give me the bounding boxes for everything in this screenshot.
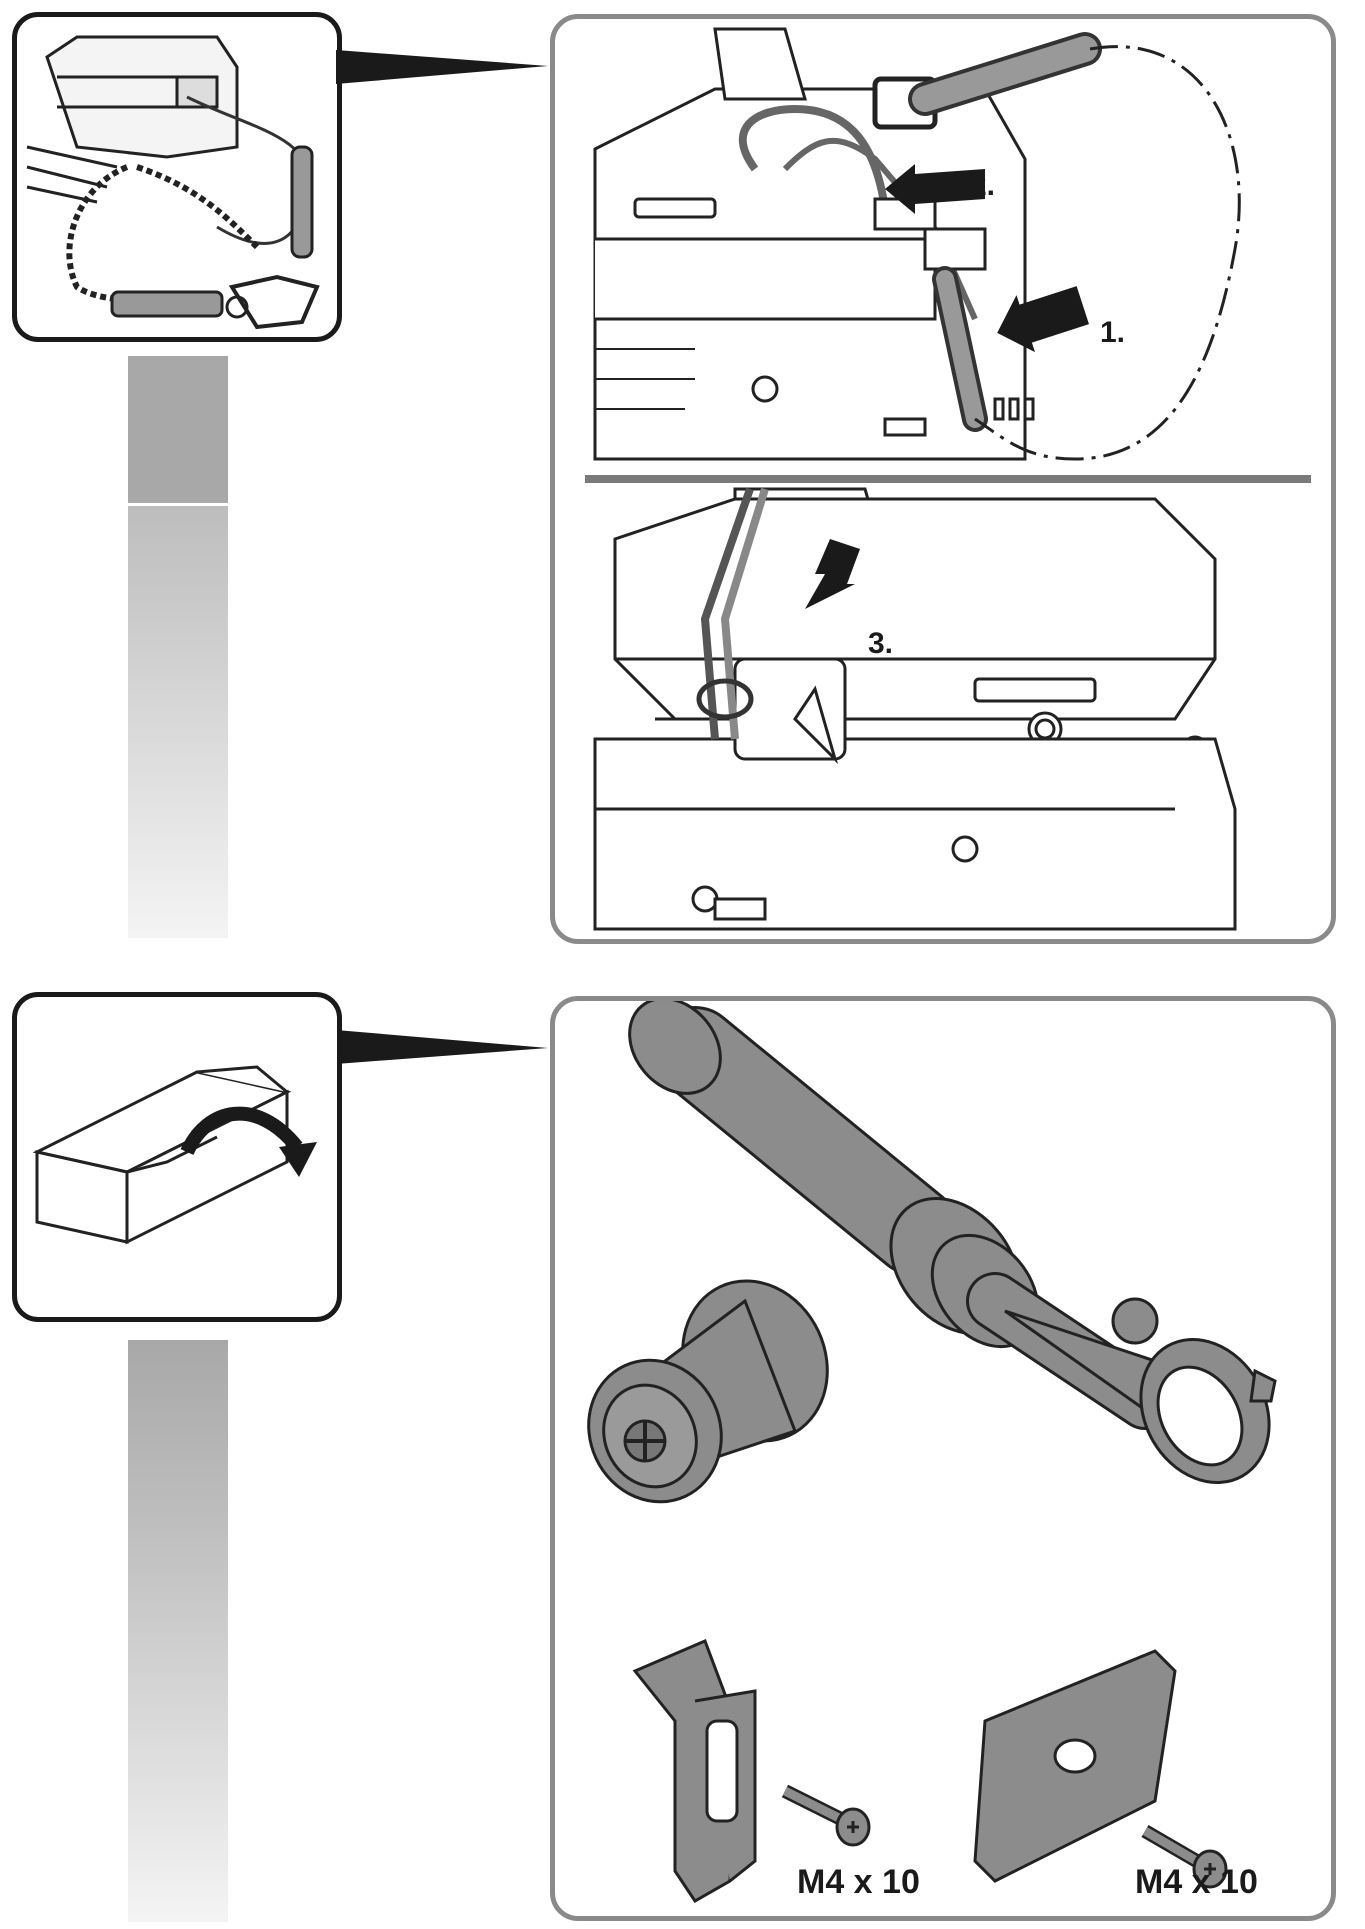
- lanyard-thumbnail: [12, 12, 342, 342]
- step-2-label: 2.: [970, 169, 996, 202]
- arrow-3-icon: [805, 539, 860, 609]
- open-box-icon: [32, 1065, 317, 1245]
- bar-divider-top: [128, 503, 228, 506]
- arrow-1-icon: [997, 286, 1089, 353]
- gradient-bar-top: [128, 356, 228, 938]
- arrow-2-icon: [885, 164, 985, 214]
- screw-size-label-right: M4 x 10: [1135, 1863, 1258, 1901]
- screw-icon: [1141, 1824, 1228, 1889]
- step-1-label: 1.: [1100, 316, 1126, 349]
- panel-divider: [585, 475, 1311, 483]
- gradient-bar-bottom: [128, 1340, 228, 1922]
- package-contents-illustration: [587, 1001, 1277, 1903]
- screw-size-label-left: M4 x 10: [797, 1863, 920, 1901]
- lanyard-attachment-illustration: [585, 27, 1311, 931]
- unboxing-thumbnail: [12, 992, 342, 1322]
- step-3-label: 3.: [868, 627, 894, 660]
- tool-lanyard-icon: [26, 35, 320, 330]
- screw-icon: [781, 1784, 871, 1847]
- drill-chuck-icon: [587, 1279, 829, 1504]
- bit-holder-icon: [973, 1649, 1177, 1883]
- lanyard-attachment-panel: 1. 2. 3.: [550, 14, 1336, 944]
- side-handle-icon: [628, 1001, 1277, 1485]
- package-contents-panel: M4 x 10 M4 x 10: [550, 996, 1336, 1921]
- belt-clip-icon: [632, 1639, 757, 1903]
